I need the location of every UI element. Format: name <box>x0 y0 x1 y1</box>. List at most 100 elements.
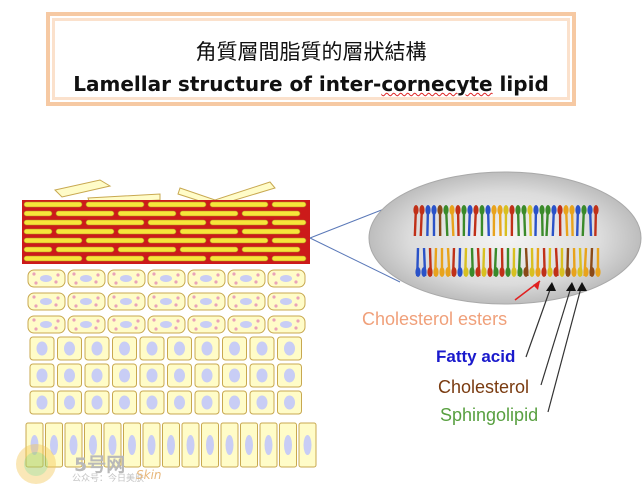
lipid-head <box>479 205 485 215</box>
nucleus <box>201 341 213 356</box>
nucleus <box>64 341 75 356</box>
nucleus <box>108 435 117 455</box>
lipid-head <box>485 205 491 215</box>
nucleus <box>280 275 292 282</box>
corneocyte <box>241 246 301 253</box>
corneocyte <box>271 201 307 208</box>
granule <box>134 326 138 330</box>
nucleus <box>91 395 103 410</box>
lipid-head <box>443 205 449 215</box>
lipid-head <box>529 267 535 277</box>
lipid-head <box>439 267 445 277</box>
granule <box>294 280 298 284</box>
corneocyte <box>209 237 269 244</box>
granule <box>136 319 140 323</box>
nucleus <box>40 298 52 305</box>
corneocyte <box>85 237 145 244</box>
title-english-main: Lamellar structure of inter- <box>73 72 382 96</box>
corneocyte <box>179 246 239 253</box>
granule <box>34 281 38 285</box>
lipid-head <box>563 205 569 215</box>
granule <box>34 304 38 308</box>
corneocyte <box>179 210 239 217</box>
nucleus <box>80 298 92 305</box>
granule <box>32 295 36 299</box>
lipid-head <box>427 267 433 277</box>
lipid-head <box>557 205 563 215</box>
arrowhead-fatty-acid <box>546 282 556 291</box>
nucleus <box>89 435 97 455</box>
nucleus <box>284 395 295 410</box>
corneocyte <box>147 237 207 244</box>
lipid-head <box>551 205 557 215</box>
granule <box>136 273 140 277</box>
lipid-head <box>523 267 529 277</box>
granule <box>74 304 78 308</box>
nucleus <box>50 435 58 455</box>
arrowhead-cholesterol-esters <box>533 281 540 290</box>
corneocyte <box>147 201 207 208</box>
label-fatty-acid: Fatty acid <box>436 347 516 366</box>
lipid-head <box>539 205 545 215</box>
stratum-corneum <box>22 200 310 264</box>
granule <box>294 326 298 330</box>
nucleus <box>36 395 48 410</box>
nucleus <box>91 341 103 356</box>
corneocyte <box>55 246 115 253</box>
granule <box>114 327 118 331</box>
nucleus <box>229 368 240 383</box>
arrowhead-cholesterol <box>566 282 576 291</box>
lipid-head <box>457 267 463 277</box>
pointer-sphingolipid <box>547 283 583 413</box>
stratum-basale <box>25 422 317 468</box>
granule <box>96 296 100 300</box>
pointer-fatty-acid <box>525 283 553 358</box>
lipid-head <box>541 267 547 277</box>
corneocyte <box>147 219 207 226</box>
nucleus <box>146 395 158 410</box>
granule <box>94 280 98 284</box>
granule <box>214 280 218 284</box>
granule <box>176 296 180 300</box>
lipid-head <box>499 267 505 277</box>
lipid-head <box>565 267 571 277</box>
corneocyte <box>23 228 53 235</box>
lipid-head <box>575 205 581 215</box>
nucleus <box>40 321 52 328</box>
granule <box>234 327 238 331</box>
title-chinese: 角質層間脂質的層狀結構 <box>195 40 427 64</box>
lipid-head <box>449 205 455 215</box>
arrowhead-sphingolipid <box>577 282 587 291</box>
granule <box>256 273 260 277</box>
lipid-head <box>503 205 509 215</box>
nucleus <box>245 435 253 455</box>
nucleus <box>284 435 292 455</box>
granule <box>216 296 220 300</box>
nucleus <box>69 435 78 455</box>
lipid-head <box>535 267 541 277</box>
corneocyte <box>241 210 301 217</box>
granule <box>232 318 236 322</box>
nucleus <box>167 435 175 455</box>
granule <box>34 327 38 331</box>
lipid-head <box>445 267 451 277</box>
granule <box>134 280 138 284</box>
corneocyte <box>23 210 53 217</box>
lipid-head <box>455 205 461 215</box>
lipid-head <box>473 205 479 215</box>
lipid-head <box>559 267 565 277</box>
granule <box>296 273 300 277</box>
stratum-spinosum <box>29 336 302 415</box>
corneocyte <box>179 228 239 235</box>
nucleus <box>160 321 172 328</box>
granule <box>112 295 116 299</box>
granule <box>232 272 236 276</box>
nucleus <box>186 435 195 455</box>
title-english-tail: lipid <box>492 72 549 96</box>
granule <box>192 318 196 322</box>
granule <box>72 295 76 299</box>
granule <box>256 296 260 300</box>
granule <box>256 319 260 323</box>
lipid-head <box>431 205 437 215</box>
lipid-head <box>583 267 589 277</box>
